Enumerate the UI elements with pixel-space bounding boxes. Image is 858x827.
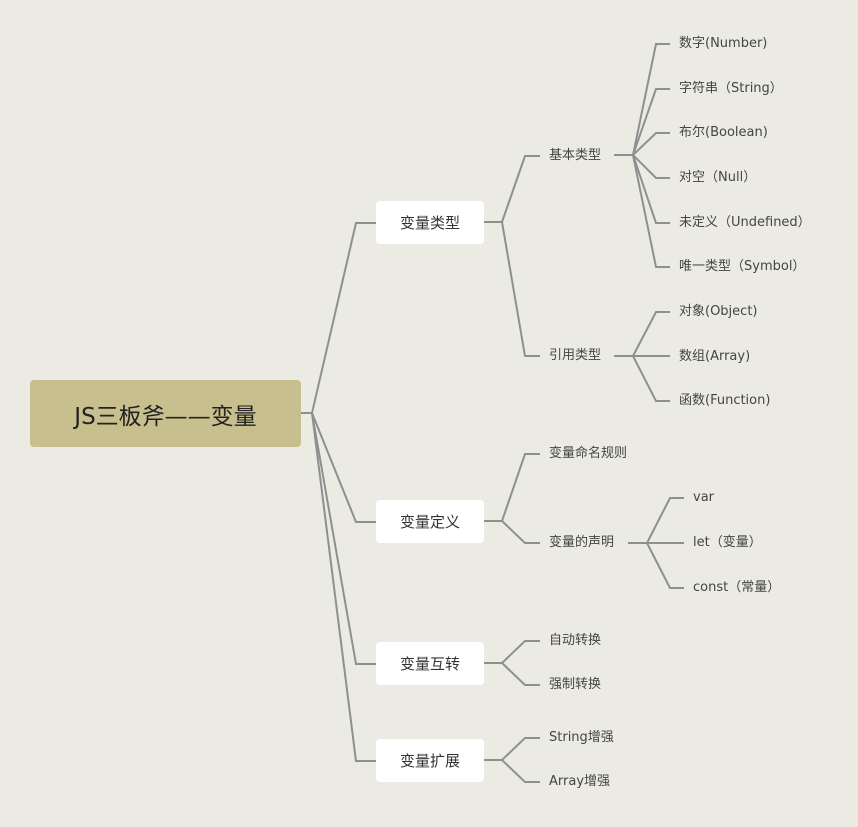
topic-variable-conversion[interactable]: 变量互转 [376,642,484,685]
topic-variable-types[interactable]: 变量类型 [376,201,484,244]
leaf-function[interactable]: 函数(Function) [679,393,771,408]
subtopic-declaration[interactable]: 变量的声明 [549,535,615,550]
subtopic-forced-conversion[interactable]: 强制转换 [549,677,602,692]
leaf-object[interactable]: 对象(Object) [679,304,758,319]
leaf-symbol[interactable]: 唯一类型（Symbol） [679,259,806,274]
subtopic-array-enhance[interactable]: Array增强 [549,774,611,789]
subtopic-string-enhance[interactable]: String增强 [549,730,614,745]
subtopic-auto-conversion[interactable]: 自动转换 [549,633,602,648]
leaf-const[interactable]: const（常量） [693,580,781,595]
topic-label: 变量互转 [399,655,460,673]
topic-variable-definition[interactable]: 变量定义 [376,500,484,543]
leaf-boolean[interactable]: 布尔(Boolean) [679,125,768,140]
topic-label: 变量扩展 [399,752,460,770]
leaf-array[interactable]: 数组(Array) [679,349,751,364]
topic-label: 变量定义 [399,513,460,531]
topic-label: 变量类型 [399,214,460,232]
root-label: JS三板斧——变量 [74,403,257,430]
leaf-string[interactable]: 字符串（String） [679,81,783,96]
leaf-var[interactable]: var [693,490,715,505]
leaf-null[interactable]: 对空（Null） [679,170,757,185]
leaf-let[interactable]: let（变量） [693,535,762,550]
subtopic-reference-types[interactable]: 引用类型 [549,348,602,363]
root-topic[interactable]: JS三板斧——变量 [30,380,301,447]
subtopic-primitive-types[interactable]: 基本类型 [549,148,602,163]
topic-variable-extension[interactable]: 变量扩展 [376,739,484,782]
leaf-number[interactable]: 数字(Number) [679,36,768,51]
leaf-undefined[interactable]: 未定义（Undefined） [679,215,811,230]
subtopic-naming-rules[interactable]: 变量命名规则 [549,446,628,461]
